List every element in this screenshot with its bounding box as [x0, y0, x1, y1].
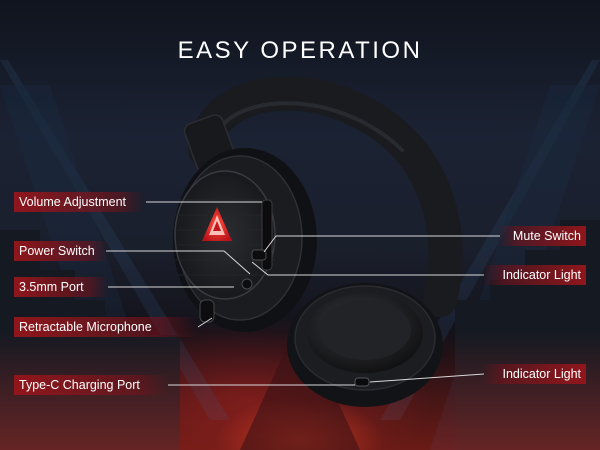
headphones	[173, 76, 463, 407]
callout-type-c-charging-port: Type-C Charging Port	[14, 375, 168, 395]
leader-mute	[263, 235, 500, 253]
callout-volume-adjustment: Volume Adjustment	[14, 192, 144, 212]
callout-indicator-light-upper: Indicator Light	[482, 265, 586, 285]
leader-indicator-1	[251, 261, 484, 276]
callout-3-5mm-port: 3.5mm Port	[14, 277, 108, 297]
leader-mic	[197, 317, 213, 328]
callout-power-switch: Power Switch	[14, 241, 108, 261]
callout-retractable-microphone: Retractable Microphone	[14, 317, 198, 337]
callout-indicator-light-lower: Indicator Light	[482, 364, 586, 384]
brand-logo-icon	[202, 207, 232, 241]
leader-indicator-2	[369, 373, 485, 383]
page-title: EASY OPERATION	[177, 37, 423, 64]
leader-power	[106, 250, 251, 275]
callout-mute-switch: Mute Switch	[498, 226, 586, 246]
